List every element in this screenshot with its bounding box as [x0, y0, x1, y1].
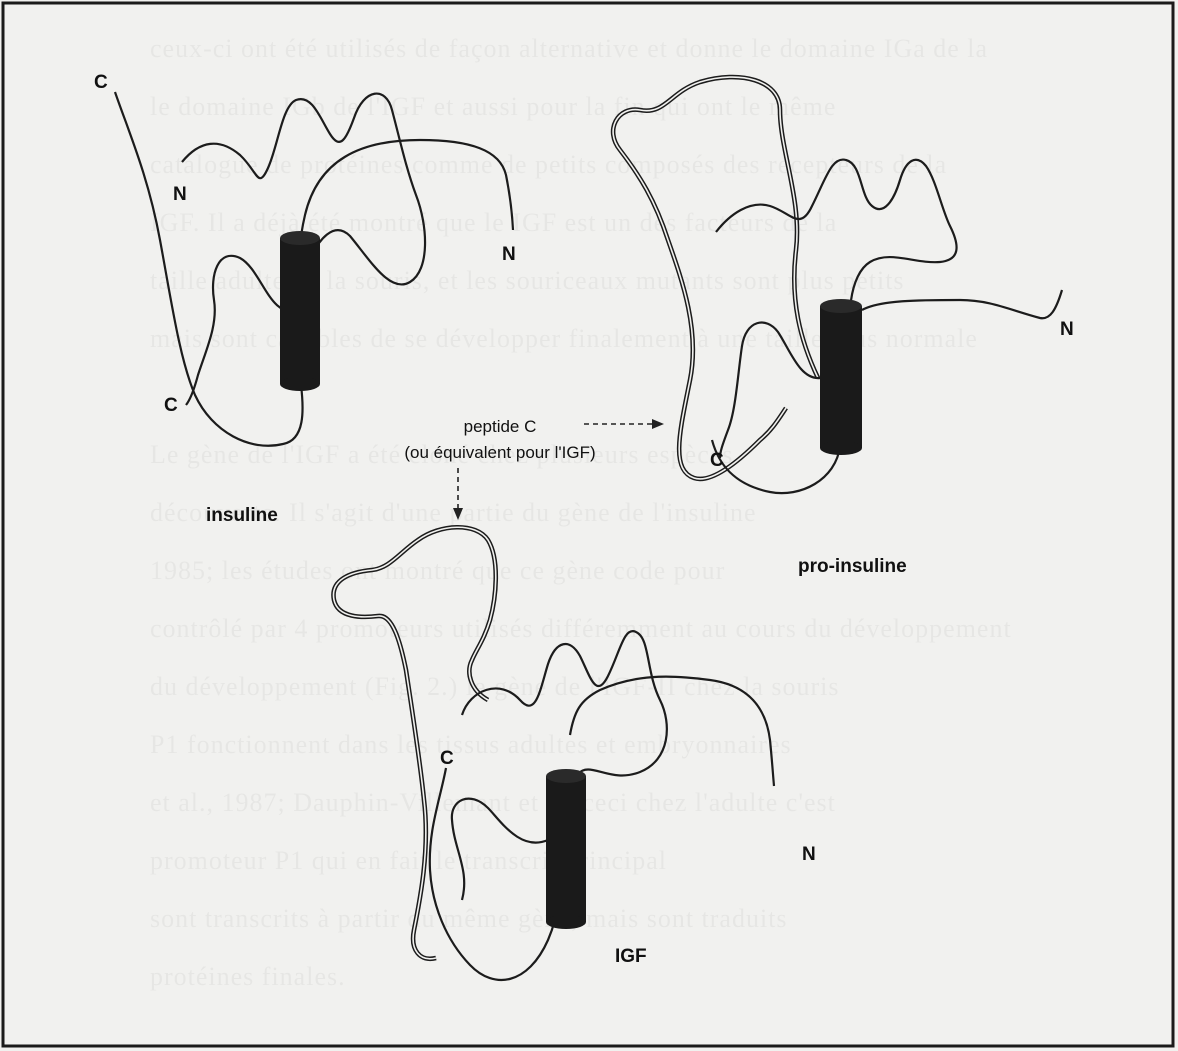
proinsulin-label: pro-insuline	[798, 556, 907, 577]
proinsulin-molecule	[613, 77, 1062, 493]
igf-c-domain-loop	[333, 527, 495, 959]
proinsulin-c-peptide-loop	[613, 77, 818, 479]
insulin-helix-cylinder	[280, 238, 320, 384]
proinsulin-n-terminus: N	[1060, 319, 1074, 340]
peptide-c-label: peptide C	[464, 417, 537, 436]
igf-label: IGF	[615, 946, 647, 967]
insulin-c-terminus-top: C	[94, 72, 108, 93]
peptide-c-note: (ou équivalent pour l'IGF)	[404, 443, 595, 462]
insulin-c-terminus-bottom: C	[164, 395, 178, 416]
arrow-to-proinsulin	[584, 419, 664, 429]
arrow-to-igf	[453, 468, 463, 520]
igf-n-terminus: N	[802, 844, 816, 865]
insulin-helix-cap	[280, 231, 320, 245]
proinsulin-c-terminus: C	[710, 450, 724, 471]
igf-molecule	[333, 527, 774, 980]
insulin-n-terminus-inner: N	[173, 184, 187, 205]
proinsulin-helix-cylinder	[820, 306, 862, 448]
proinsulin-chain-b	[712, 290, 1062, 493]
igf-c-terminus: C	[440, 748, 454, 769]
insulin-molecule	[115, 92, 513, 446]
igf-helix-cylinder	[546, 776, 586, 922]
insulin-label: insuline	[206, 505, 278, 526]
insulin-n-terminus-right: N	[502, 244, 516, 265]
igf-chain-b	[430, 677, 774, 980]
figure-frame	[3, 3, 1173, 1046]
